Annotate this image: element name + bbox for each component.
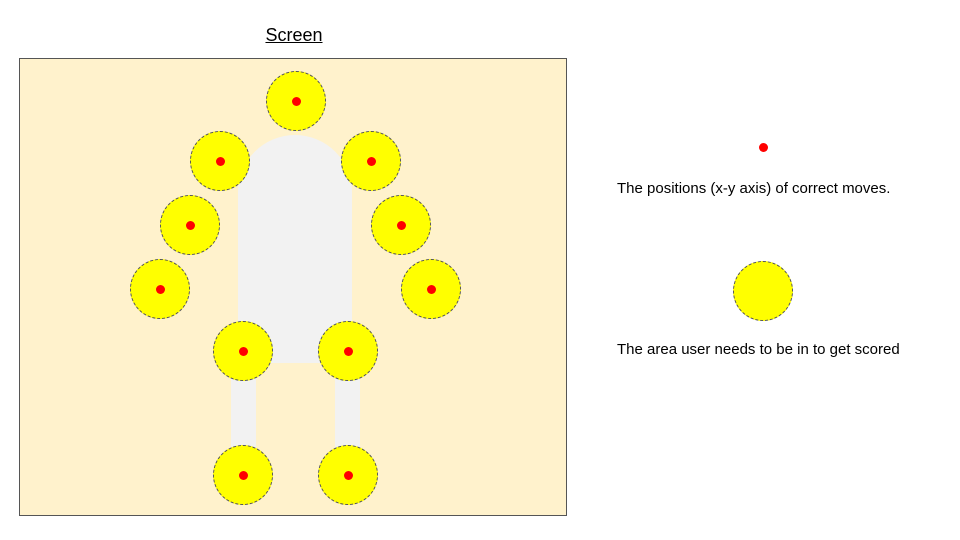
score-zone-right-upper-arm: [341, 131, 401, 191]
position-dot-left-upper-arm: [215, 156, 225, 166]
position-dot-right-hip: [343, 346, 353, 356]
legend-score-zone: [733, 261, 793, 321]
position-dot-left-hand: [155, 284, 165, 294]
legend-dot-label: The positions (x-y axis) of correct move…: [617, 180, 891, 197]
legend-position-dot: [758, 142, 768, 152]
position-dot-right-upper-arm: [366, 156, 376, 166]
position-dot-left-foot: [238, 470, 248, 480]
position-dot-head: [291, 96, 301, 106]
position-dot-right-foot: [343, 470, 353, 480]
position-dot-left-hip: [238, 346, 248, 356]
screen-title: Screen: [265, 25, 323, 45]
legend-zone-label: The area user needs to be in to get scor…: [617, 341, 900, 358]
screen-area: [19, 58, 567, 516]
score-zone-head: [266, 71, 326, 131]
position-dot-right-mid-arm: [396, 220, 406, 230]
position-dot-right-hand: [426, 284, 436, 294]
score-zone-right-mid-arm: [371, 195, 431, 255]
position-dot-left-mid-arm: [185, 220, 195, 230]
